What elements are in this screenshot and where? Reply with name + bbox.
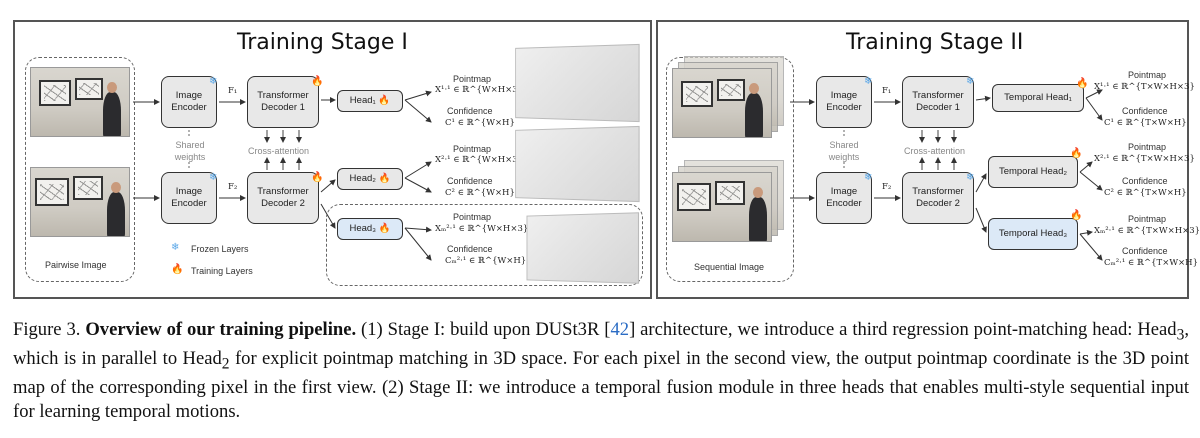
stage2-arrows [658, 22, 1191, 301]
caption-prefix: Figure 3. [13, 319, 80, 340]
caption-title: Overview of our training pipeline. [85, 319, 356, 340]
caption-sub-2: 2 [222, 356, 230, 373]
caption-text-1: (1) Stage I: build upon DUSt3R [ [356, 319, 610, 340]
stage1-panel: Training Stage I Pairwise Image Image En… [13, 20, 652, 299]
citation-link[interactable]: 42 [610, 319, 629, 340]
figure-caption: Figure 3. Overview of our training pipel… [13, 318, 1189, 423]
stage1-arrows [15, 22, 654, 301]
caption-text-2: ] architecture, we introduce a third reg… [629, 319, 1177, 340]
stage2-panel: Training Stage II Sequential Image Image… [656, 20, 1189, 299]
